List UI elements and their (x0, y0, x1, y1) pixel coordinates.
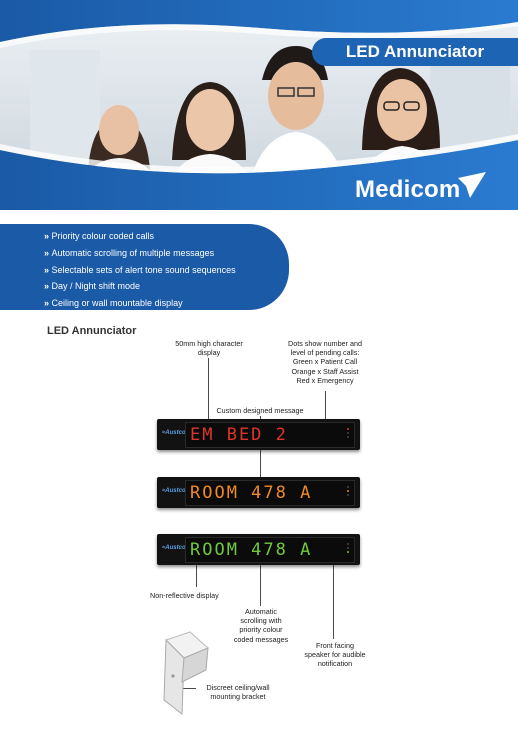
leader-line (333, 561, 334, 639)
note-custom-message: Custom designed message (216, 406, 304, 415)
note-line: priority colour (239, 625, 283, 635)
note-line: Dots show number and (288, 339, 362, 348)
led-display-patient-call: ≈Austco ROOM 478 A (157, 534, 360, 565)
led-display-staff-assist: ≈Austco ROOM 478 A (157, 477, 360, 508)
led-screen: EM BED 2 (185, 422, 355, 448)
feature-item: Ceiling or wall mountable display (44, 295, 289, 312)
pending-call-dots (347, 428, 350, 440)
led-message: ROOM 478 A (190, 540, 313, 560)
feature-panel: Priority colour coded calls Automatic sc… (0, 224, 289, 310)
mounting-bracket-image (163, 631, 209, 715)
note-line: Orange x Staff Assist (291, 366, 359, 376)
leader-line (196, 561, 197, 587)
leader-line (325, 391, 326, 430)
led-display-emergency: ≈Austco EM BED 2 (157, 419, 360, 450)
note-line: Red x Emergency (296, 375, 354, 385)
feature-item: Automatic scrolling of multiple messages (44, 245, 289, 262)
leader-line (208, 358, 209, 426)
note-line: coded messages (233, 634, 289, 644)
led-message: ROOM 478 A (190, 483, 313, 503)
led-screen: ROOM 478 A (185, 480, 355, 506)
note-line: Discreet ceiling/wall (206, 683, 270, 692)
led-message: EM BED 2 (190, 425, 288, 445)
feature-item: Priority colour coded calls (44, 228, 289, 245)
note-line: Automatic (245, 607, 277, 616)
note-dots: Dots show number and level of pending ca… (270, 339, 380, 385)
feature-item: Day / Night shift mode (44, 278, 289, 295)
note-line: mounting bracket (210, 692, 266, 702)
note-scrolling: Automatic scrolling with priority colour… (224, 607, 298, 644)
page-title: LED Annunciator (312, 38, 518, 66)
pending-call-dots (347, 486, 350, 498)
leader-line (180, 688, 196, 689)
logo-text: Austco (165, 488, 186, 494)
header-banner: LED Annunciator Medicom (0, 0, 518, 210)
austco-logo: ≈Austco (162, 430, 186, 436)
note-speaker: Front facing speaker for audible notific… (292, 641, 378, 669)
note-char-height: 50mm high character display (175, 339, 243, 358)
austco-logo: ≈Austco (162, 545, 186, 551)
feature-item: Selectable sets of alert tone sound sequ… (44, 262, 289, 279)
leader-line (260, 561, 261, 606)
led-screen: ROOM 478 A (185, 537, 355, 563)
note-bracket: Discreet ceiling/wall mounting bracket (196, 683, 280, 701)
note-non-reflective: Non-reflective display (150, 591, 219, 600)
note-line: Front facing (316, 641, 354, 650)
section-title: LED Annunciator (47, 325, 137, 337)
note-line: scrolling with (240, 616, 282, 626)
note-line: notification (317, 659, 353, 669)
note-line: level of pending calls: (290, 348, 360, 358)
note-line: Green x Patient Call (292, 357, 358, 367)
note-line: speaker for audible (304, 650, 366, 660)
pending-call-dots (347, 543, 350, 555)
leader-line (260, 416, 261, 486)
brand-logo: Medicom (355, 176, 461, 203)
logo-text: Austco (165, 430, 186, 436)
austco-logo: ≈Austco (162, 488, 186, 494)
staff-photo (0, 0, 518, 210)
logo-text: Austco (165, 545, 186, 551)
